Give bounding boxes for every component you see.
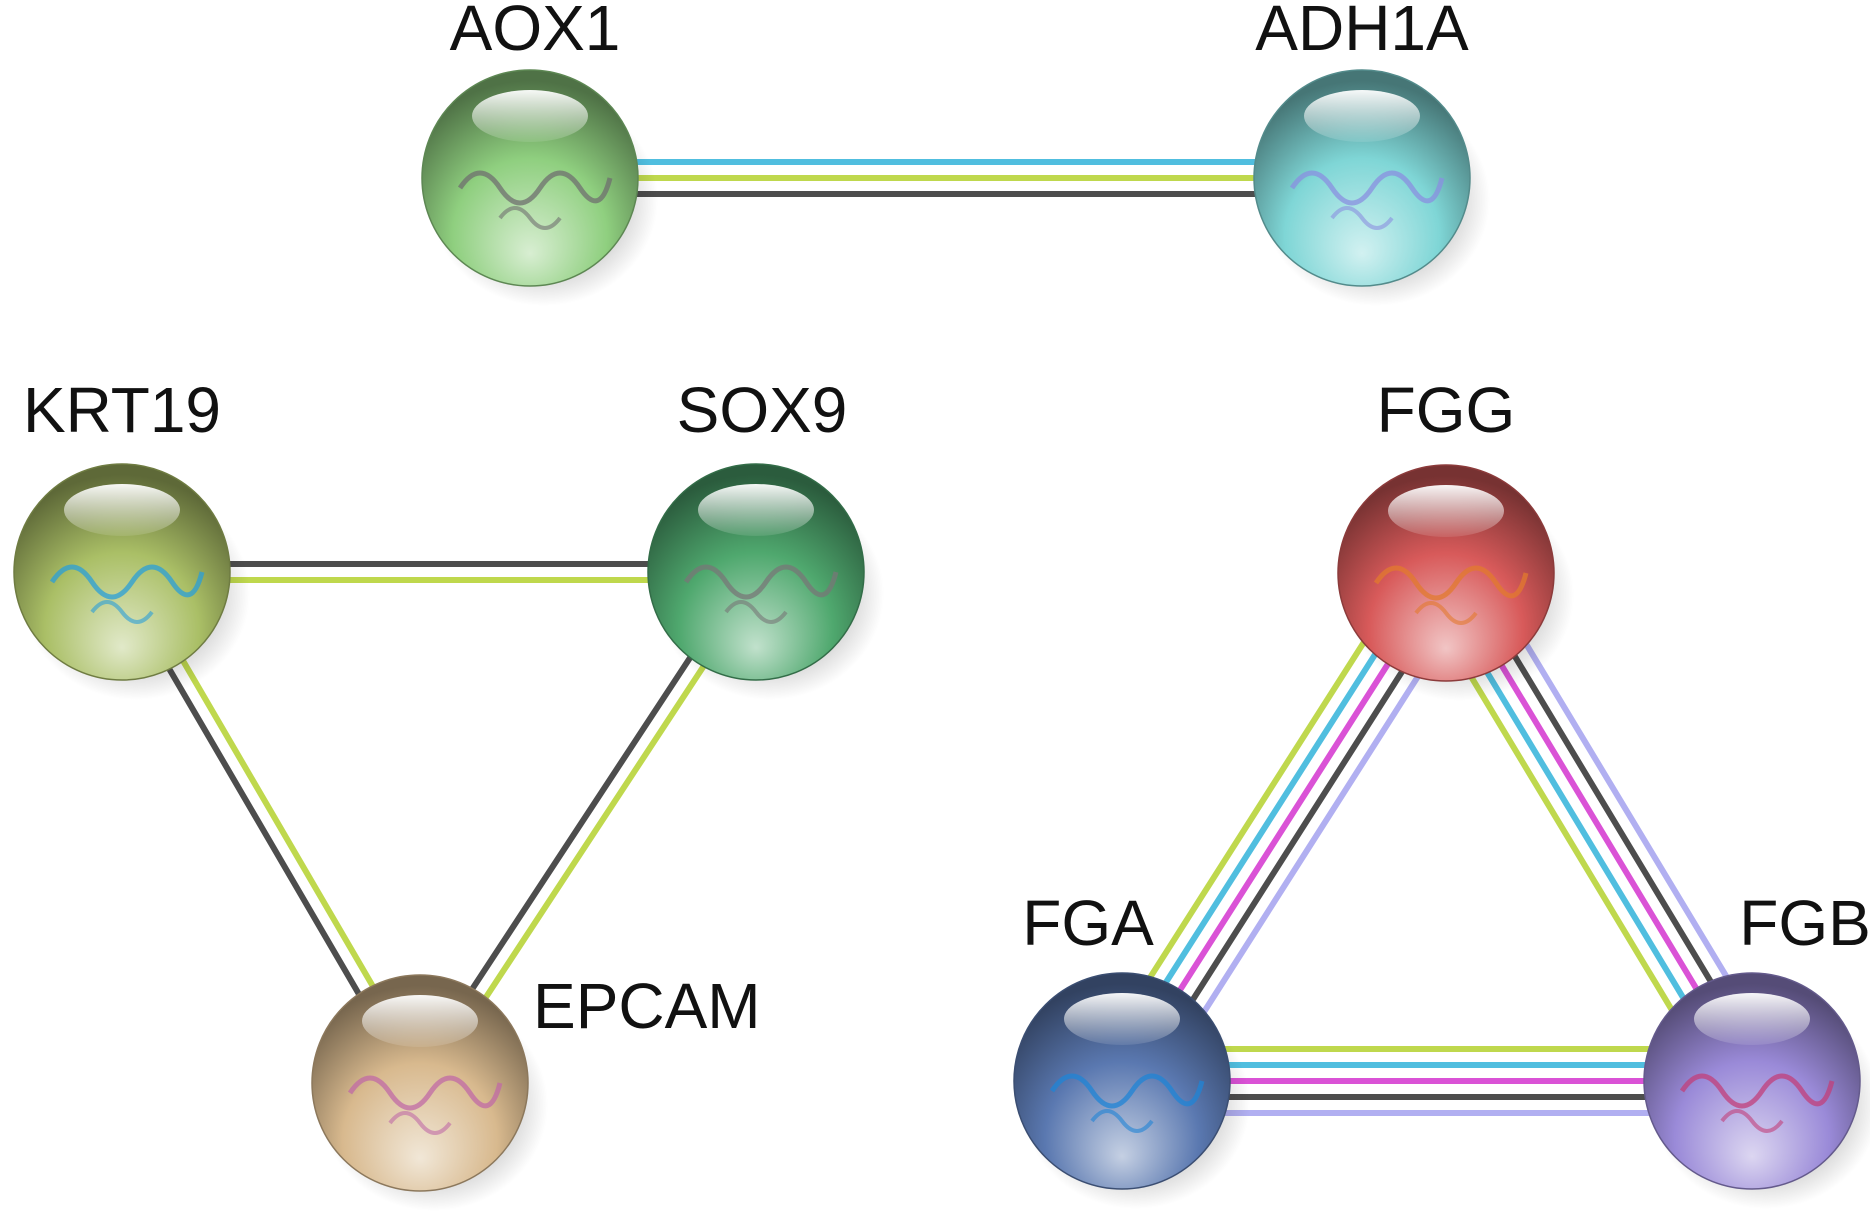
- nodes-layer: [13, 69, 1870, 1211]
- node-gloss: [1388, 485, 1504, 537]
- protein-structure-icon: [1373, 565, 1529, 601]
- protein-structure-icon: [1720, 1109, 1784, 1133]
- edge-aox1-adh1a: [527, 159, 1365, 197]
- protein-structure-icon: [457, 170, 613, 206]
- protein-structure-icon: [347, 1075, 503, 1111]
- node-label-aox1: AOX1: [450, 0, 621, 64]
- node-gloss: [362, 995, 478, 1047]
- protein-structure-icon: [683, 564, 839, 600]
- protein-structure-icon: [1679, 1073, 1835, 1109]
- protein-structure-icon: [1049, 1073, 1205, 1109]
- protein-structure-icon: [1090, 1109, 1154, 1133]
- protein-structure-icon: [1330, 206, 1394, 230]
- protein-structure-icon: [1289, 170, 1445, 206]
- protein-structure-icon: [388, 1111, 452, 1135]
- node-gloss: [472, 90, 588, 142]
- protein-structure-icon: [724, 600, 788, 624]
- protein-structure-icon: [49, 564, 205, 600]
- protein-structure-icon: [498, 206, 562, 230]
- node-fga[interactable]: [1013, 972, 1250, 1209]
- node-fgg[interactable]: [1337, 464, 1574, 701]
- node-label-fga: FGA: [1022, 887, 1154, 959]
- node-label-fgb: FGB: [1739, 887, 1870, 959]
- node-label-epcam: EPCAM: [533, 970, 761, 1042]
- node-gloss: [1064, 993, 1180, 1045]
- node-sox9[interactable]: [647, 463, 884, 700]
- node-label-sox9: SOX9: [677, 374, 848, 446]
- protein-structure-icon: [1414, 601, 1478, 625]
- node-label-fgg: FGG: [1377, 374, 1516, 446]
- node-gloss: [1694, 993, 1810, 1045]
- node-krt19[interactable]: [13, 463, 250, 700]
- protein-structure-icon: [90, 600, 154, 624]
- node-adh1a[interactable]: [1253, 69, 1490, 306]
- node-gloss: [1304, 90, 1420, 142]
- node-fgb[interactable]: [1643, 972, 1870, 1209]
- node-gloss: [698, 484, 814, 536]
- node-epcam[interactable]: [311, 974, 548, 1211]
- node-aox1[interactable]: [421, 69, 658, 306]
- node-label-adh1a: ADH1A: [1255, 0, 1469, 64]
- node-gloss: [64, 484, 180, 536]
- node-label-krt19: KRT19: [23, 374, 221, 446]
